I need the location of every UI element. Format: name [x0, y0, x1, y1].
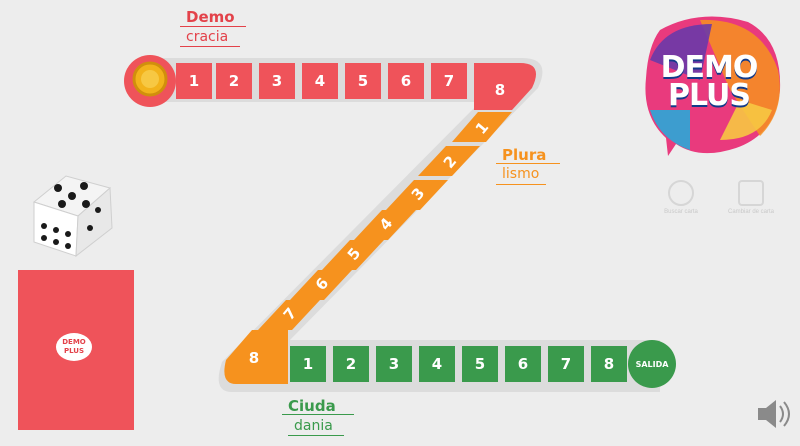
bottom-cell-label: 5: [474, 355, 486, 373]
swap-card-label: Cambiar de carta: [727, 209, 775, 215]
top-cell-label: 8: [494, 81, 506, 99]
bottom-row: [290, 346, 627, 382]
top-cell-label: 1: [188, 72, 200, 90]
bottom-cell-label: 8: [603, 355, 615, 373]
middle-sub-underline: [496, 184, 546, 185]
top-section-title: Demo: [186, 8, 235, 26]
top-sub-underline: [180, 46, 240, 47]
swap-cards-icon: [738, 180, 764, 206]
top-cell-label: 4: [314, 72, 326, 90]
top-cell-8[interactable]: [474, 63, 536, 110]
brand-line-2: PLUS: [667, 78, 751, 113]
top-title-underline: [180, 26, 246, 27]
diag-cell-4[interactable]: [354, 210, 416, 240]
search-card-label: Buscar carta: [664, 209, 698, 215]
top-cell-1[interactable]: [176, 63, 212, 99]
top-cell-label: 7: [443, 72, 455, 90]
track-outline: [150, 58, 660, 392]
brand-logo: [645, 16, 781, 156]
bottom-cell-4[interactable]: [419, 346, 455, 382]
search-card-icon: [668, 180, 694, 206]
top-cell-5[interactable]: [345, 63, 381, 99]
top-cell-label: 5: [357, 72, 369, 90]
bottom-section-title: Ciuda: [288, 397, 336, 415]
diag-cell-5[interactable]: [322, 240, 384, 270]
brand-wordmark: DEMO PLUS: [654, 50, 764, 113]
diag-cell-1[interactable]: [452, 112, 512, 142]
bottom-cell-label: 6: [517, 355, 529, 373]
bottom-cell-7[interactable]: [548, 346, 584, 382]
brand-line-1: DEMO: [660, 50, 759, 85]
top-cell-7[interactable]: [431, 63, 467, 99]
dice-icon[interactable]: [32, 175, 113, 258]
bottom-section-subtitle: dania: [294, 418, 333, 434]
bottom-cell-label: 7: [560, 355, 572, 373]
bottom-title-underline: [282, 414, 354, 415]
card-logo-line-2: PLUS: [63, 347, 85, 355]
diag-cell-label: 8: [248, 349, 260, 367]
card-logo: DEMO PLUS: [56, 333, 92, 361]
bottom-cell-label: 1: [302, 355, 314, 373]
diag-cell-8[interactable]: [224, 330, 288, 384]
swap-card-tool[interactable]: Cambiar de carta: [720, 180, 782, 215]
diag-cell-2[interactable]: [418, 146, 480, 176]
bottom-cell-5[interactable]: [462, 346, 498, 382]
top-row: [176, 63, 536, 110]
bottom-cell-3[interactable]: [376, 346, 412, 382]
bottom-cell-label: 3: [388, 355, 400, 373]
speaker-icon[interactable]: [758, 400, 790, 428]
coin-inner: [141, 70, 159, 88]
top-cell-3[interactable]: [259, 63, 295, 99]
card-logo-line-1: DEMO: [62, 338, 86, 346]
middle-title-underline: [496, 163, 560, 164]
middle-section-title: Plura: [502, 146, 547, 164]
top-cell-label: 3: [271, 72, 283, 90]
middle-section-subtitle: lismo: [502, 166, 540, 182]
bottom-cell-label: 2: [345, 355, 357, 373]
bottom-sub-underline: [288, 435, 344, 436]
top-section-subtitle: cracia: [186, 29, 229, 45]
top-cell-label: 6: [400, 72, 412, 90]
diag-cell-3[interactable]: [386, 180, 448, 210]
top-cell-2[interactable]: [216, 63, 252, 99]
top-cell-4[interactable]: [302, 63, 338, 99]
top-cell-label: 2: [228, 72, 240, 90]
top-cell-6[interactable]: [388, 63, 424, 99]
bottom-cell-2[interactable]: [333, 346, 369, 382]
bottom-cell-6[interactable]: [505, 346, 541, 382]
diag-cell-6[interactable]: [290, 270, 352, 300]
diag-cell-7[interactable]: [258, 300, 320, 330]
diagonal-row: [224, 112, 512, 384]
bottom-cell-1[interactable]: [290, 346, 326, 382]
search-card-tool[interactable]: Buscar carta: [655, 180, 707, 215]
bottom-cell-label: 4: [431, 355, 443, 373]
bottom-cell-8[interactable]: [591, 346, 627, 382]
exit-button[interactable]: SALIDA: [628, 340, 676, 388]
